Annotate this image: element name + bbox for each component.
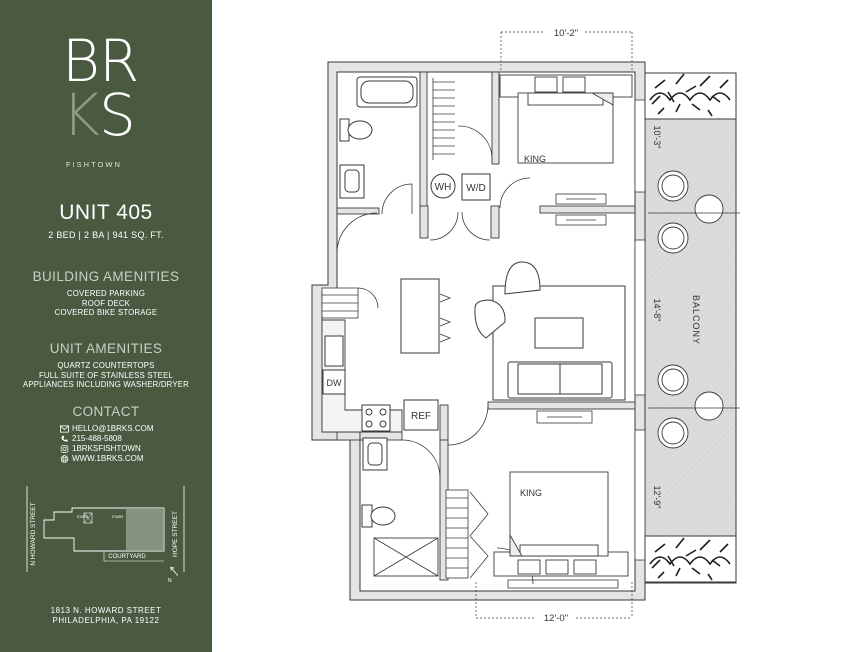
site-location-map: N HOWARD STREET HOPE STREET STAIRS STAIR… xyxy=(26,486,185,584)
dishwasher: DW xyxy=(322,369,346,395)
bed-1-label: KING xyxy=(524,154,546,164)
toilet xyxy=(339,118,373,142)
amenity-item: APPLIANCES INCLUDING WASHER/DRYER xyxy=(22,380,190,389)
balcony-dim-2: 14'-8" xyxy=(652,299,662,322)
dim-bottom-label: 12'-0" xyxy=(544,613,568,624)
amenity-item: COVERED PARKING xyxy=(66,289,146,298)
entry-closet xyxy=(321,287,379,319)
coffee-table xyxy=(534,317,584,349)
contact-instagram-row[interactable]: 1BRKSFISHTOWN xyxy=(60,444,153,454)
amenity-item: QUARTZ COUNTERTOPS xyxy=(57,361,155,370)
lounge-chairs xyxy=(474,261,541,339)
bathroom-sink xyxy=(362,437,388,471)
map-stairs-label: STAIRS xyxy=(77,515,88,519)
contact-list: HELLO@1BRKS.COM 215-488-5808 1BRKSFISHTO… xyxy=(60,424,153,464)
unit-amenities-heading: UNIT AMENITIES xyxy=(49,341,163,356)
bar-stools xyxy=(439,293,452,343)
cooktop xyxy=(361,404,391,432)
bathroom-sink xyxy=(339,164,365,199)
contact-phone[interactable]: 215-488-5808 xyxy=(72,434,122,443)
toilet xyxy=(361,504,396,528)
ref-label: REF xyxy=(411,411,431,422)
amenity-item: COVERED BIKE STORAGE xyxy=(54,308,158,317)
balcony-area xyxy=(644,72,737,584)
map-courtyard-label: COURTYARD xyxy=(108,554,146,560)
north-label: N xyxy=(168,578,172,584)
closet-shelving xyxy=(432,78,455,160)
water-heater: WH xyxy=(430,173,456,199)
logo-letter-k: K xyxy=(62,81,100,149)
planter-top xyxy=(644,72,737,120)
bed-2-label: KING xyxy=(520,488,542,498)
contact-website[interactable]: WWW.1BRKS.COM xyxy=(72,454,144,463)
unit-amenities-list: QUARTZ COUNTERTOPS FULL SUITE OF STAINLE… xyxy=(0,361,212,390)
contact-website-row[interactable]: WWW.1BRKS.COM xyxy=(60,454,153,464)
map-street-left-label: N HOWARD STREET xyxy=(30,502,37,565)
washer-dryer: W/D xyxy=(461,173,491,201)
address-line-2: PHILADELPHIA, PA 19122 xyxy=(52,616,160,625)
bathtub xyxy=(356,76,418,108)
dim-top-label: 10'-2" xyxy=(554,28,578,39)
logo-letter-s: S xyxy=(99,81,136,149)
contact-phone-row[interactable]: 215-488-5808 xyxy=(60,434,153,444)
balcony-furniture xyxy=(657,170,724,449)
info-sidebar: BR KS FISHTOWN UNIT 405 2 BED | 2 BA | 9… xyxy=(0,0,212,652)
logo-subtitle: FISHTOWN xyxy=(66,160,122,169)
contact-email-row[interactable]: HELLO@1BRKS.COM xyxy=(60,424,153,434)
sofa xyxy=(507,361,613,399)
kitchen-sink xyxy=(324,335,344,367)
building-amenities-list: COVERED PARKING ROOF DECK COVERED BIKE S… xyxy=(0,289,212,318)
balcony-label: BALCONY xyxy=(691,295,701,345)
map-stairs-box xyxy=(83,512,93,524)
dresser xyxy=(555,193,607,226)
contact-heading: CONTACT xyxy=(72,404,140,419)
unit-title: UNIT 405 xyxy=(59,201,153,224)
floor-plan: WH W/D KING DW REF xyxy=(212,0,843,652)
wh-label: WH xyxy=(435,182,452,193)
instagram-icon xyxy=(60,445,69,453)
amenity-item: ROOF DECK xyxy=(81,298,131,308)
contact-email[interactable]: HELLO@1BRKS.COM xyxy=(72,424,154,433)
shower xyxy=(373,537,439,577)
north-arrow-icon xyxy=(170,566,179,576)
planter-bottom xyxy=(644,535,737,583)
globe-icon xyxy=(60,455,69,463)
unit-specs: 2 BED | 2 BA | 941 SQ. FT. xyxy=(48,230,164,240)
amenity-item: FULL SUITE OF STAINLESS STEEL xyxy=(38,370,174,380)
kitchen-island xyxy=(400,278,440,354)
map-unit-highlight xyxy=(126,508,164,551)
closet-shelving xyxy=(445,489,489,579)
envelope-icon xyxy=(60,425,69,433)
dresser xyxy=(536,410,593,424)
wd-label: W/D xyxy=(466,183,485,194)
interior-walls xyxy=(336,71,636,581)
balcony-windows xyxy=(507,99,646,589)
building-amenities-heading: BUILDING AMENITIES xyxy=(32,269,180,284)
bed-king-1: KING xyxy=(499,74,633,164)
address-line-1: 1813 N. HOWARD STREET xyxy=(50,606,162,615)
logo-top-letters: BR xyxy=(62,27,139,95)
contact-instagram[interactable]: 1BRKSFISHTOWN xyxy=(72,444,141,453)
balcony-dimension-lines xyxy=(648,212,740,409)
refrigerator: REF xyxy=(403,399,439,431)
bed-king-2: KING xyxy=(493,471,629,577)
map-street-right-label: HOPE STREET xyxy=(172,511,179,557)
phone-icon xyxy=(61,435,68,442)
dw-label: DW xyxy=(327,378,342,388)
balcony-dim-1: 10'-3" xyxy=(652,126,662,149)
brks-logo: BR KS FISHTOWN xyxy=(60,27,156,169)
address-block: 1813 N. HOWARD STREET PHILADELPHIA, PA 1… xyxy=(0,606,212,626)
balcony-dim-3: 12'-9" xyxy=(652,486,662,509)
map-stairs-label: STAIRS xyxy=(112,515,123,519)
